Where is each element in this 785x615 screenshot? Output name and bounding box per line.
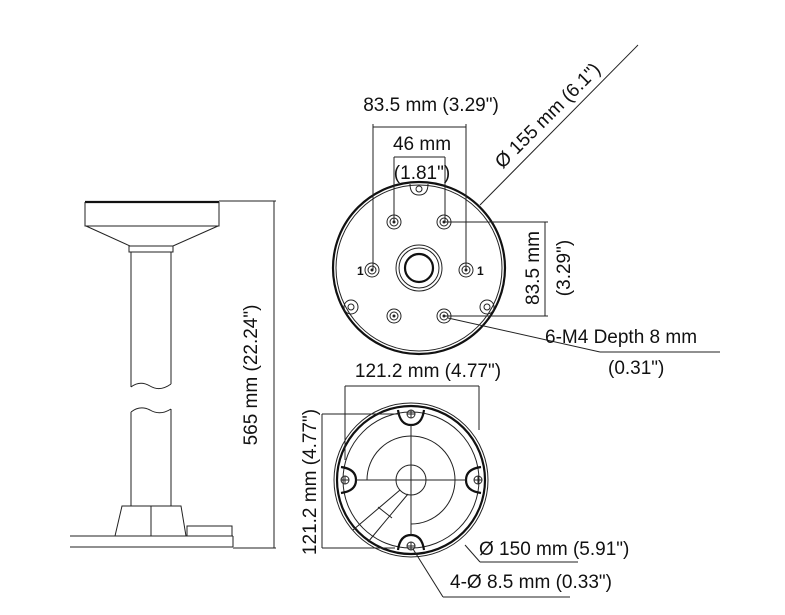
top-vertical-in-label: (3.29") [554,240,575,296]
bottom-diameter-callout: Ø 150 mm (5.91") [464,539,629,563]
screw-spec-line1: 6-M4 Depth 8 mm [545,327,697,348]
bottom-hole-label: 4-Ø 8.5 mm (0.33") [450,572,612,593]
top-outer-width-label: 83.5 mm (3.29") [363,95,499,116]
top-inner-width-dimension: 46 mm (1.81") [393,134,451,222]
screw-spec-callout: 6-M4 Depth 8 mm (0.31") [447,317,720,379]
side-height-dimension: 565 mm (22.24") [219,200,276,549]
top-vertical-mm-label: 83.5 mm [523,231,544,305]
hole-marker-left: 1 [357,264,364,278]
bottom-width-dimension: 121.2 mm (4.77") [344,361,501,460]
top-view-plate: 1 1 [331,180,507,356]
bottom-height-dimension: 121.2 mm (4.77") [300,409,400,555]
mounting-tab-group [343,183,495,315]
top-diameter-label: Ø 155 mm (6.1") [491,59,605,173]
top-inner-width-mm-label: 46 mm [393,134,451,155]
side-view-pendant-mount [70,200,234,548]
top-vertical-dimension: 83.5 mm (3.29") [444,221,575,317]
bottom-width-label: 121.2 mm (4.77") [355,361,501,382]
side-height-label: 565 mm (22.24") [241,305,262,446]
bottom-diameter-label: Ø 150 mm (5.91") [479,539,629,560]
top-diameter-dimension: Ø 155 mm (6.1") [479,44,639,206]
top-inner-width-in-label: (1.81") [394,163,450,184]
bottom-view-base [333,402,489,558]
bottom-height-label: 121.2 mm (4.77") [300,409,321,555]
screw-spec-line2: (0.31") [608,358,664,379]
screw-hole-group [364,214,474,324]
top-outer-width-dimension: 83.5 mm (3.29") [363,95,499,270]
bottom-hole-callout: 4-Ø 8.5 mm (0.33") [412,548,612,598]
hole-marker-right: 1 [477,264,484,278]
